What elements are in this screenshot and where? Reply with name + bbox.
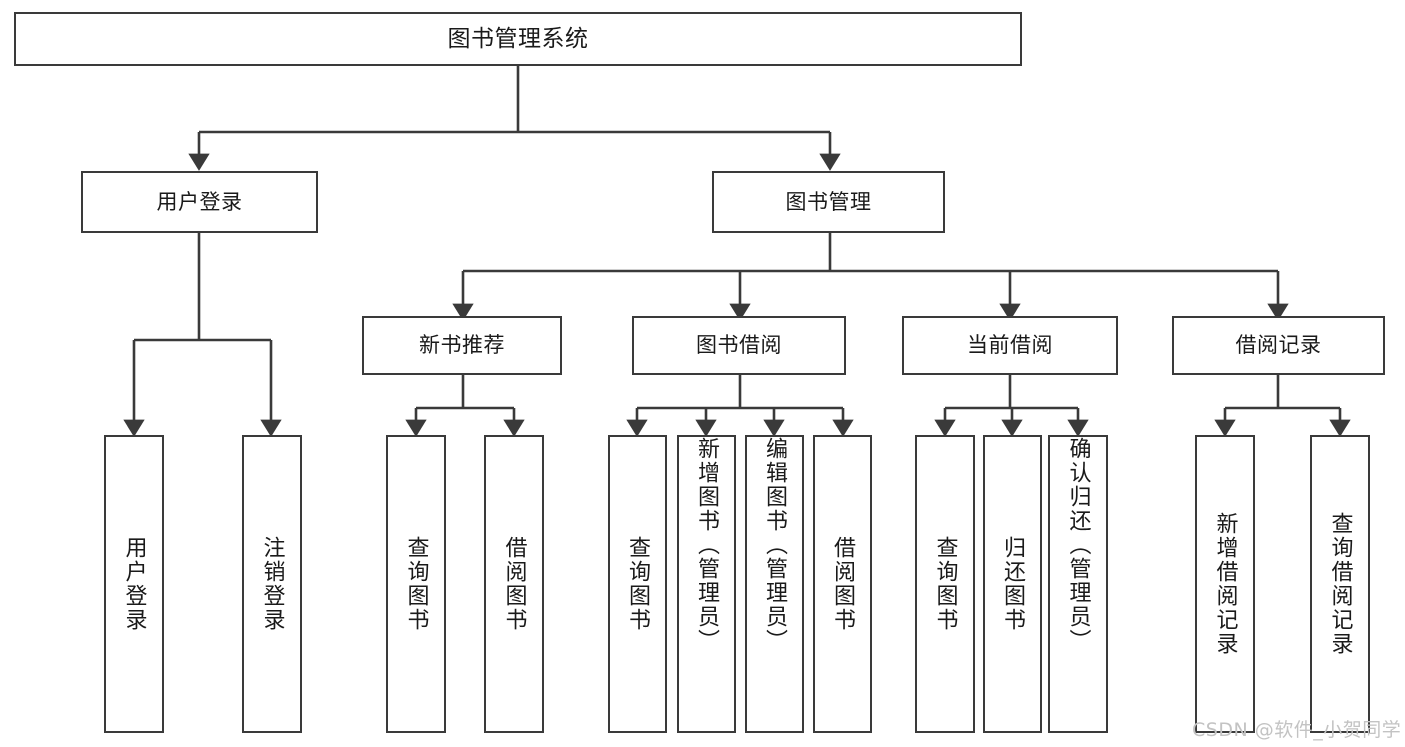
node-label: 查询图书: [625, 536, 651, 632]
node-label: 图书管理: [785, 189, 872, 214]
leaf-user-login-login[interactable]: 用户登录: [104, 435, 164, 733]
node-user-login[interactable]: 用户登录: [81, 171, 318, 233]
leaf-record-add-record[interactable]: 新增借阅记录: [1195, 435, 1255, 733]
node-root-system[interactable]: 图书管理系统: [14, 12, 1022, 66]
leaf-current-return-book[interactable]: 归还图书: [983, 435, 1042, 733]
leaf-new-book-query[interactable]: 查询图书: [386, 435, 446, 733]
leaf-current-query-book[interactable]: 查询图书: [915, 435, 975, 733]
node-label: 编辑图书（管理员）: [762, 437, 788, 653]
watermark-text: CSDN @软件_小贺同学: [1192, 719, 1402, 741]
leaf-current-confirm-return-admin[interactable]: 确认归还（管理员）: [1048, 435, 1108, 733]
node-label: 借阅记录: [1235, 333, 1322, 358]
leaf-borrow-edit-book-admin[interactable]: 编辑图书（管理员）: [745, 435, 804, 733]
node-borrow-record[interactable]: 借阅记录: [1172, 316, 1385, 375]
node-label: 归还图书: [1000, 536, 1026, 632]
leaf-borrow-add-book-admin[interactable]: 新增图书（管理员）: [677, 435, 736, 733]
node-current-borrow[interactable]: 当前借阅: [902, 316, 1118, 375]
node-label: 借阅图书: [501, 536, 527, 632]
node-book-management[interactable]: 图书管理: [712, 171, 945, 233]
node-new-book-recommend[interactable]: 新书推荐: [362, 316, 562, 375]
node-label: 用户登录: [156, 189, 243, 214]
node-label: 借阅图书: [830, 536, 856, 632]
node-label: 图书管理系统: [447, 25, 589, 52]
node-book-borrow[interactable]: 图书借阅: [632, 316, 846, 375]
node-label: 确认归还（管理员）: [1065, 437, 1091, 653]
leaf-user-login-logout[interactable]: 注销登录: [242, 435, 302, 733]
node-label: 图书借阅: [696, 333, 782, 358]
node-label: 注销登录: [259, 536, 285, 632]
node-label: 查询借阅记录: [1327, 512, 1353, 656]
node-label: 查询图书: [932, 536, 958, 632]
leaf-borrow-query-book[interactable]: 查询图书: [608, 435, 667, 733]
node-label: 查询图书: [403, 536, 429, 632]
node-label: 新增图书（管理员）: [694, 437, 720, 653]
node-label: 新增借阅记录: [1212, 512, 1238, 656]
leaf-record-query-record[interactable]: 查询借阅记录: [1310, 435, 1370, 733]
leaf-new-book-borrow[interactable]: 借阅图书: [484, 435, 544, 733]
leaf-borrow-borrow-book[interactable]: 借阅图书: [813, 435, 872, 733]
node-label: 用户登录: [121, 536, 147, 632]
node-label: 新书推荐: [419, 333, 505, 358]
node-label: 当前借阅: [967, 333, 1053, 358]
